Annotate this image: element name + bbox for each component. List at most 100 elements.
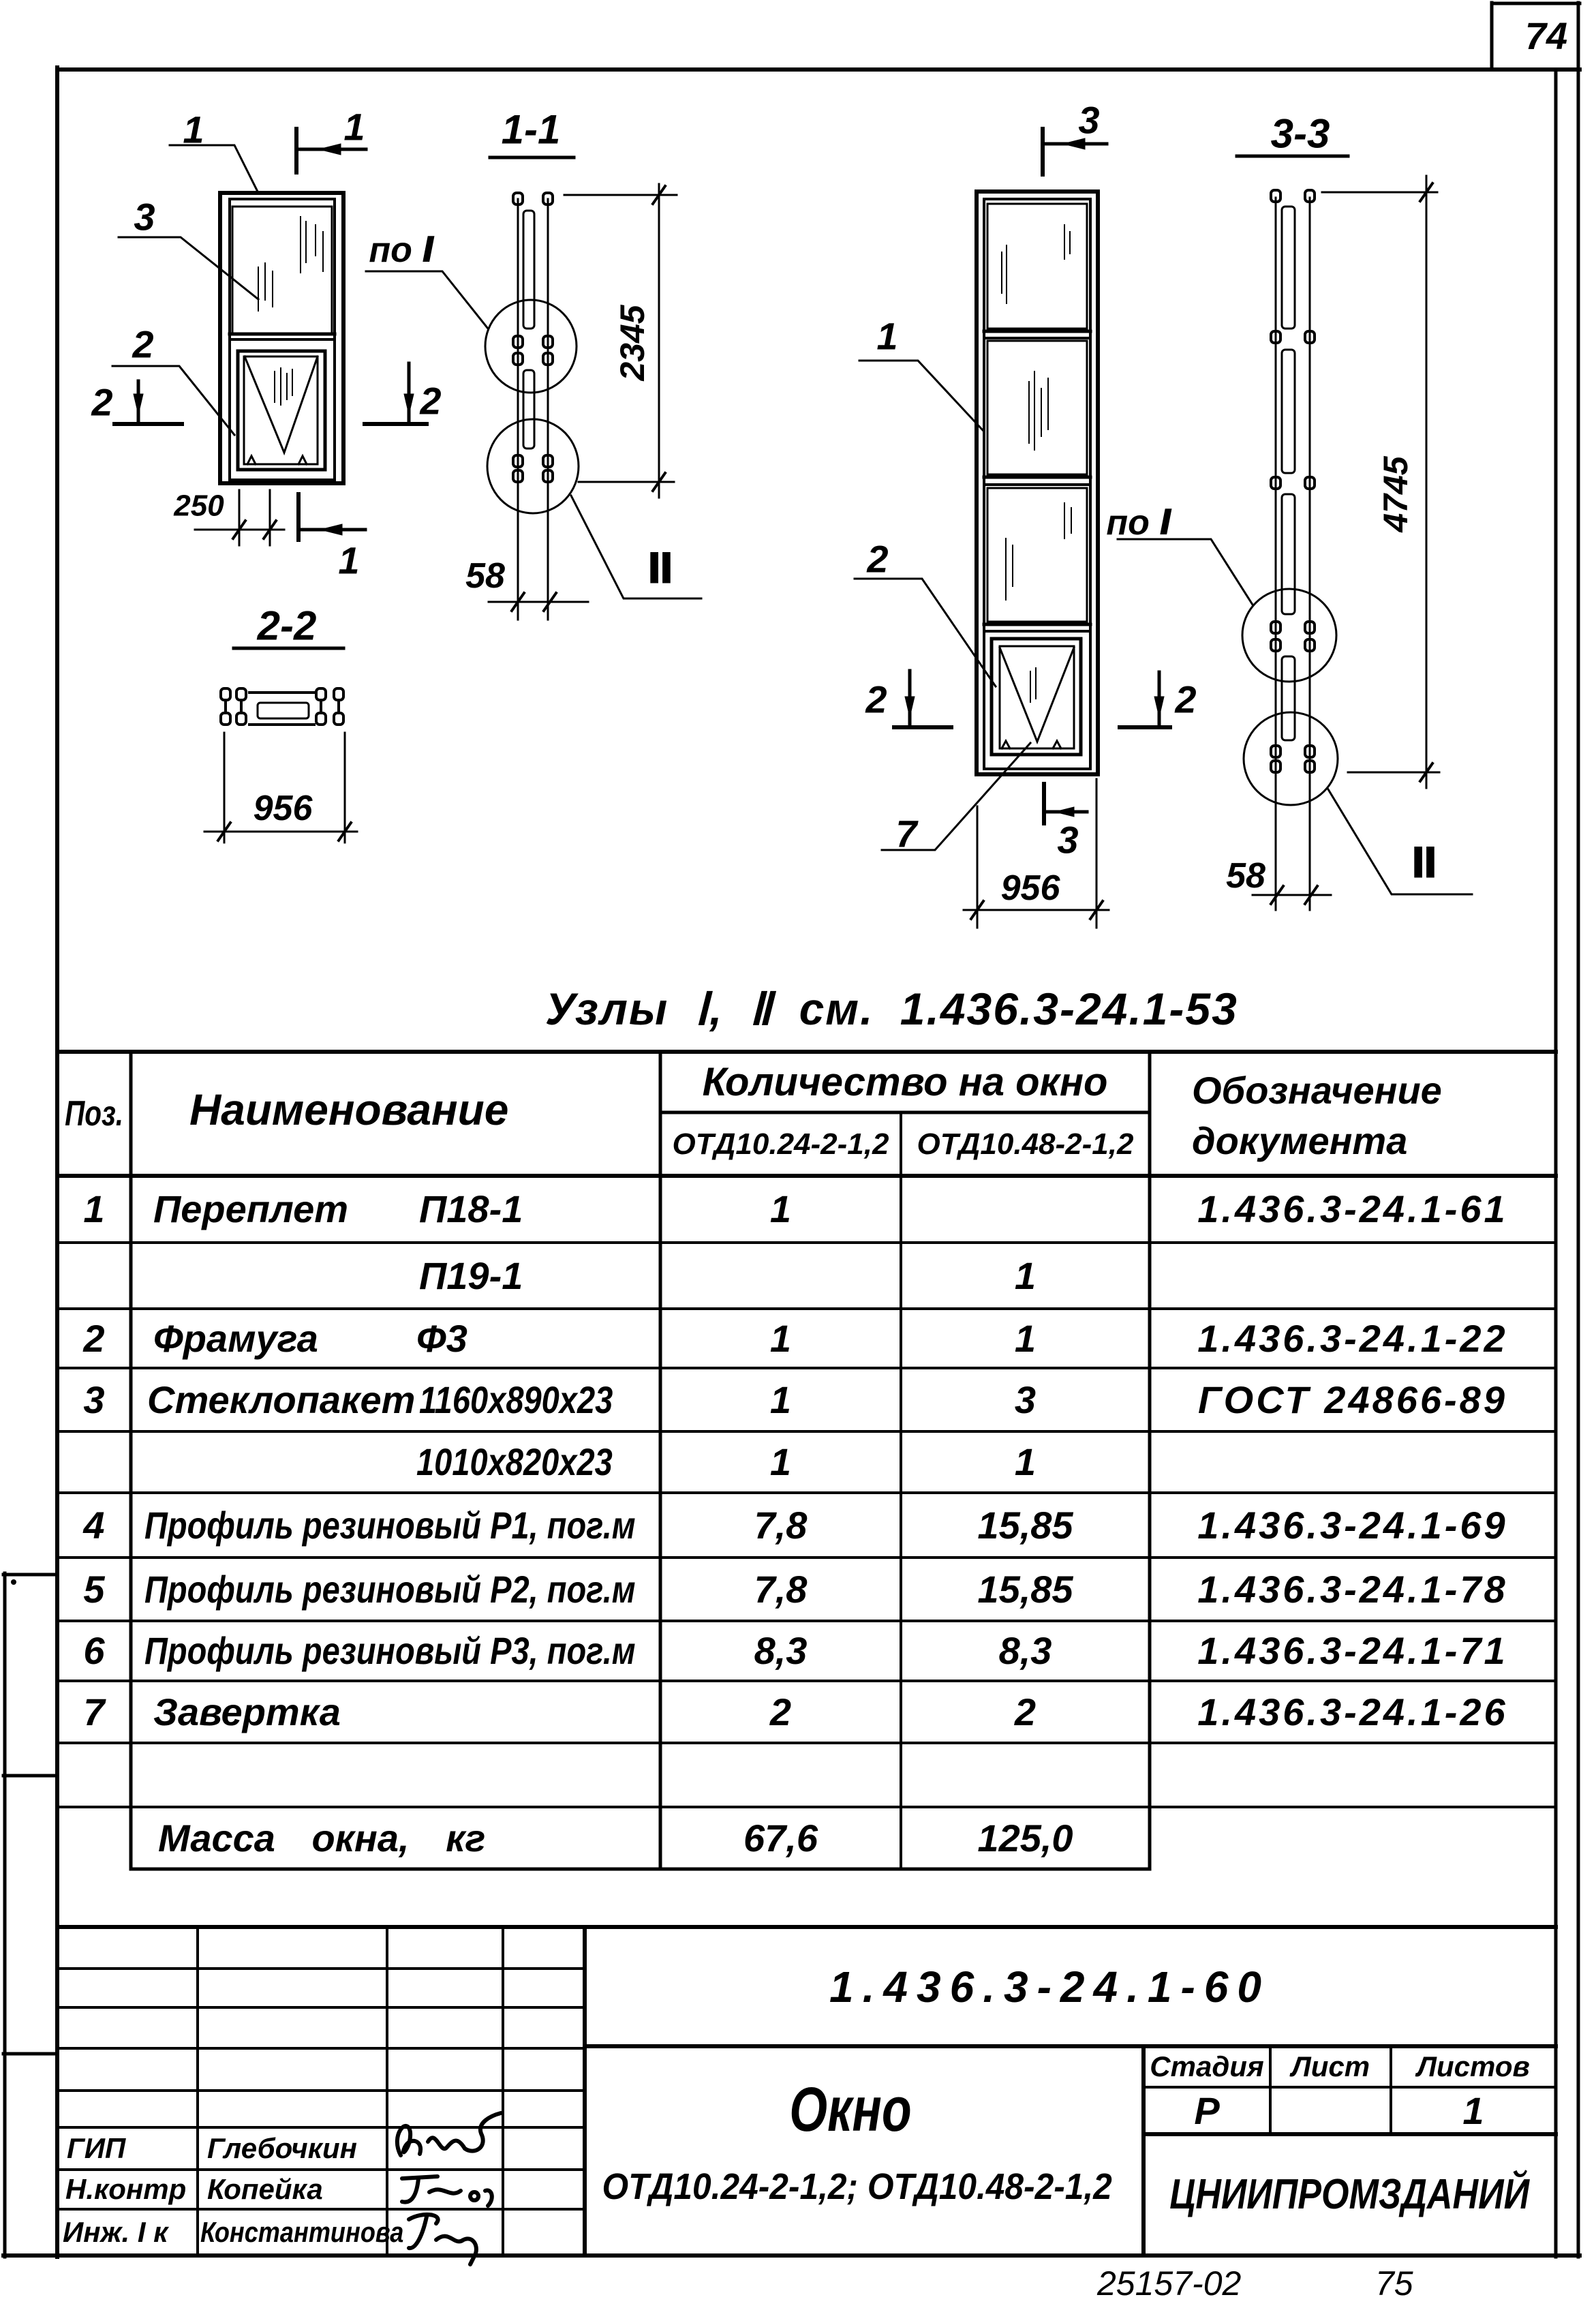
cell-doc: 1.436.3-24.1-61 [1150,1176,1556,1243]
qty-value: 2 [1014,1690,1037,1733]
doc-designation: 1.436.3-24.1-26 [1197,1690,1508,1733]
node-1-reference: по Ⅰ [369,230,435,270]
sheet-number-value: 74 [1524,14,1568,57]
doc-designation: 1.436.3-24.1-78 [1197,1567,1508,1611]
role-label: ГИП [67,2132,126,2164]
item-name: Профиль резиновый Р1, пог.м [144,1503,636,1547]
sheet-label: Лист [1291,2050,1370,2082]
drawing-subtitle: ОТД10.24-2-1,2; ОТД10.48-2-1,2 [585,2159,1130,2214]
doc-designation: 1.436.3-24.1-22 [1197,1316,1508,1360]
cell-qty-1: 67,6 [660,1807,901,1869]
cell-pos: 2 [57,1309,131,1368]
section-mark-top-label: 1 [343,106,365,149]
stage-header: Стадия [1144,2046,1270,2087]
pos-value: 6 [83,1629,105,1672]
header-qty-2-label: ОТД10.48-2-1,2 [917,1127,1134,1161]
cell-mark [419,1493,660,1558]
qty-value: 1 [769,1187,792,1230]
pos-value: 4 [83,1503,105,1547]
cell-qty-1: 1 [660,1431,901,1493]
qty-value: 1 [1014,1254,1037,1297]
staff-role: ГИП [57,2127,198,2170]
stage-value: Р [1194,2089,1220,2132]
cell-pos: 3 [57,1368,131,1431]
cell-qty-2: 15,85 [901,1493,1150,1558]
item-mark: П18-1 [419,1187,523,1230]
section-mark-3-top-label: 3 [1078,99,1099,142]
section-2-right-label: 2 [419,380,441,423]
cell-qty-1: 8,3 [660,1621,901,1681]
header-name-label: Наименование [189,1085,509,1134]
qty-value: 3 [1014,1378,1037,1421]
signatures [395,2111,503,2266]
cell-qty-1: 1 [660,1309,901,1368]
drawing-title-value: Окно [789,2075,912,2144]
item-name: Масса окна, кг [158,1816,486,1859]
title-block-grid [55,1925,1558,2258]
callout-7: 7 [895,813,919,855]
qty-value: 8,3 [754,1629,808,1672]
cell-doc [1150,1431,1556,1493]
pos-value: 7 [83,1690,105,1733]
qty-value: 2 [769,1690,792,1733]
cell-mark [419,1807,660,1869]
header-qty-1-label: ОТД10.24-2-1,2 [672,1127,889,1161]
dimension-4745: 4745 [1377,455,1415,532]
cell-mark [419,1558,660,1621]
header-qty-group-label: Количество на окно [702,1059,1108,1104]
rubber-seal-icons [512,192,554,483]
item-name: Фрамуга [153,1316,318,1360]
cell-pos: 7 [57,1681,131,1743]
mass-value: 125,0 [977,1816,1073,1859]
item-name: Профиль резиновый Р2, пог.м [144,1567,636,1611]
qty-value: 15,85 [977,1567,1073,1611]
dimension-2345: 2345 [613,304,651,381]
nodes-reference-note: Узлы Ⅰ, Ⅱ см. 1.436.3-24.1-53 [545,982,1431,1036]
header-doc-label-1: Обозначение [1192,1069,1442,1112]
sheet-number: 74 [1517,5,1576,67]
cell-qty-2: 1 [901,1431,1150,1493]
organization: ЦНИИПРОМЗДАНИЙ [1144,2134,1556,2255]
staff-name: Копейка [198,2170,387,2209]
qty-value: 7,8 [754,1503,808,1547]
pos-value: 2 [83,1316,105,1360]
callout-1: 1 [183,108,204,151]
header-cell-doc-line-1: Обозначение [1150,1063,1556,1118]
callout-2: 2 [132,323,153,366]
cell-doc [1150,1743,1556,1807]
staff-name: Глебочкин [198,2127,387,2170]
window-elevation-2 [853,127,1172,929]
name-label: Копейка [207,2173,323,2205]
doc-designation: ГОСТ 24866-89 [1198,1378,1507,1421]
staff-role: Н.контр [57,2170,198,2209]
cell-pos: 4 [57,1493,131,1558]
glass-hatching [1001,224,1072,703]
cell-doc: ГОСТ 24866-89 [1150,1368,1556,1431]
window-elevation-1 [111,127,429,547]
callout-2: 2 [866,538,888,581]
cell-mark: Ф3 [416,1309,660,1368]
archive-stamp-code: 25157-02 [1097,2262,1322,2305]
qty-value: 1 [769,1378,792,1421]
cell-doc: 1.436.3-24.1-71 [1150,1621,1556,1681]
pos-value: 5 [83,1567,105,1611]
section-mark-bottom-label: 1 [338,539,359,582]
mass-value: 67,6 [743,1816,818,1859]
cell-qty-2: 2 [901,1681,1150,1743]
signature-gip [395,2111,503,2157]
signature-normcontrol [400,2174,494,2208]
sheet-frame [1,1,1582,2259]
sheet-header: Лист [1270,2046,1391,2087]
cell-doc: 1.436.3-24.1-69 [1150,1493,1556,1558]
cell-qty-2: 1 [901,1243,1150,1309]
cell-name: Переплет [131,1176,660,1243]
cell-pos: 1 [57,1176,131,1243]
organization-name: ЦНИИПРОМЗДАНИЙ [1169,2170,1530,2218]
dimension-956: 956 [1001,868,1061,908]
cell-doc [1150,1243,1556,1309]
node-1-reference: по Ⅰ [1106,503,1172,543]
qty-value: 1 [1014,1440,1037,1483]
name-label: Константинова [200,2215,404,2248]
node-2-label: Ⅱ [1411,838,1439,888]
